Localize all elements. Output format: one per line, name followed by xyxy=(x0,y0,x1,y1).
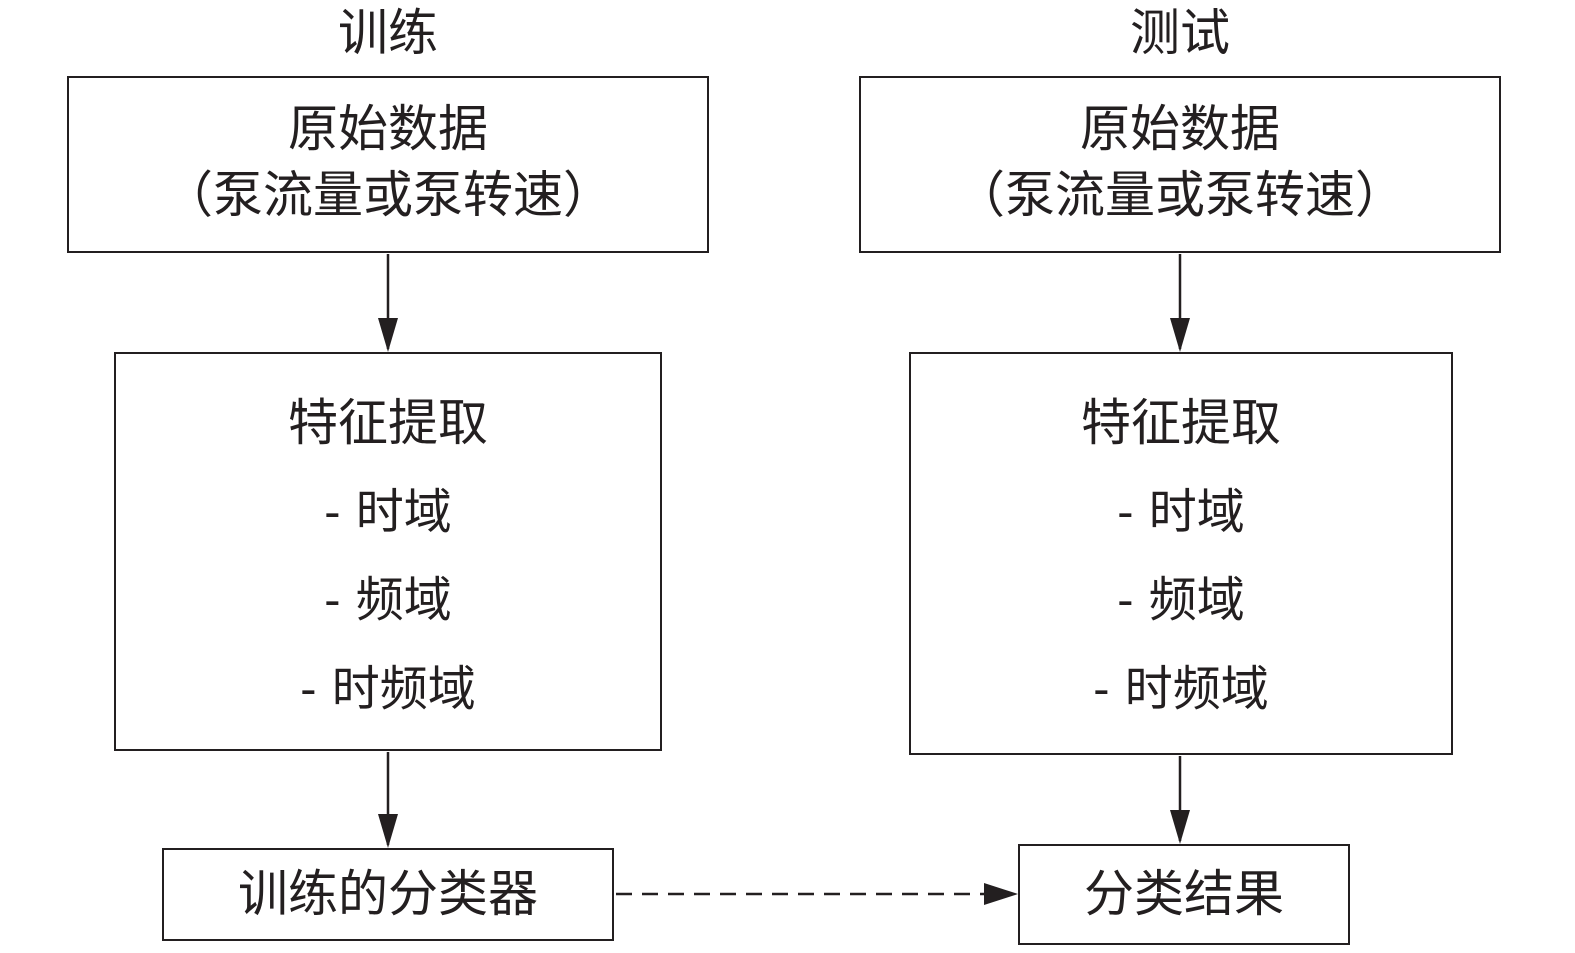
train-raw-data-box: 原始数据 （泵流量或泵转速） xyxy=(67,76,709,253)
test-feature-extraction-box: 特征提取 - 时域 - 频域 - 时频域 xyxy=(909,352,1453,755)
classification-result-box: 分类结果 xyxy=(1018,844,1350,945)
train-feature-time-domain: - 时域 xyxy=(324,484,452,540)
arrowhead-test-features-to-result xyxy=(1170,810,1190,844)
arrowhead-train-features-to-classifier xyxy=(378,814,398,848)
train-raw-data-title: 原始数据 xyxy=(288,100,488,158)
test-raw-data-box: 原始数据 （泵流量或泵转速） xyxy=(859,76,1501,253)
test-raw-data-subtitle: （泵流量或泵转速） xyxy=(955,166,1405,224)
classification-result-label: 分类结果 xyxy=(1084,865,1284,923)
arrowhead-classifier-to-result xyxy=(984,883,1018,905)
train-heading: 训练 xyxy=(338,4,438,62)
train-feature-extraction-box: 特征提取 - 时域 - 频域 - 时频域 xyxy=(114,352,662,751)
test-feature-frequency-domain: - 频域 xyxy=(1117,572,1245,628)
test-heading: 测试 xyxy=(1130,4,1230,62)
train-feature-time-frequency-domain: - 时频域 xyxy=(300,661,476,717)
test-raw-data-title: 原始数据 xyxy=(1080,100,1280,158)
test-feature-time-frequency-domain: - 时频域 xyxy=(1093,661,1269,717)
train-feature-frequency-domain: - 频域 xyxy=(324,572,452,628)
arrowhead-test-raw-to-features xyxy=(1170,318,1190,352)
test-feature-extraction-title: 特征提取 xyxy=(1081,394,1281,452)
arrowhead-train-raw-to-features xyxy=(378,318,398,352)
trained-classifier-label: 训练的分类器 xyxy=(238,865,538,923)
test-feature-time-domain: - 时域 xyxy=(1117,484,1245,540)
train-feature-extraction-title: 特征提取 xyxy=(288,394,488,452)
trained-classifier-box: 训练的分类器 xyxy=(162,848,614,941)
train-raw-data-subtitle: （泵流量或泵转速） xyxy=(163,166,613,224)
